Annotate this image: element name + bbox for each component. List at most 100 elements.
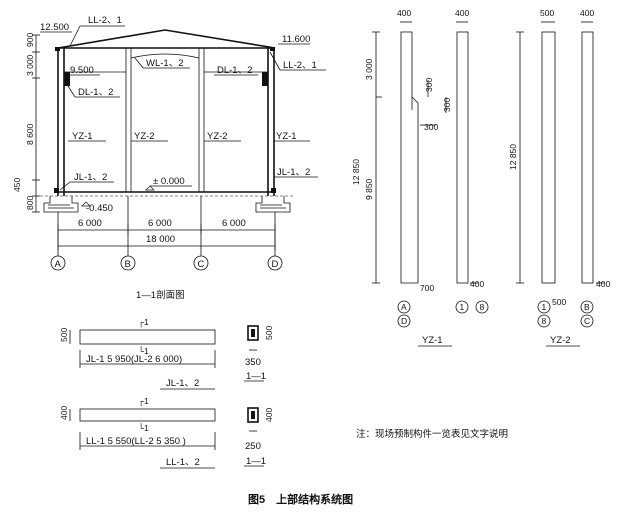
frame-elevation: 900 3 000 8 600 450 800 12.500 LL-2、1 11… xyxy=(12,15,326,301)
elev-11600: 11.600 xyxy=(282,34,310,45)
yz1-side xyxy=(456,31,469,284)
leader-line xyxy=(69,25,81,47)
beam-1-section-rebar xyxy=(251,329,255,337)
axis-label-c: C xyxy=(198,259,205,270)
beam-2-elevation xyxy=(79,408,216,422)
leader-line xyxy=(59,181,71,191)
dim-450: 450 xyxy=(12,178,22,192)
yz2-axis-bubble-1 xyxy=(537,300,551,314)
elev-12500: 12.500 xyxy=(40,22,69,33)
beam-2-mark-top: ┌1 xyxy=(138,396,149,407)
beam-1-elevation xyxy=(79,329,216,345)
yz1-axis-1: 1 xyxy=(460,302,465,312)
leader-line xyxy=(67,85,76,98)
axis-label-a: A xyxy=(55,259,62,270)
beam-2-section-rebar xyxy=(251,411,255,419)
label-ll21-left: LL-2、1 xyxy=(88,15,122,26)
dim-800: 800 xyxy=(25,196,35,210)
yz1-w-top-a: 400 xyxy=(397,8,411,18)
elev-m0450: -0.450 xyxy=(86,203,113,214)
beam-detail-1: ┌1 └1 500 JL-1 5 950(JL-2 6 000) JL-1、2 … xyxy=(59,317,274,390)
axis-bubble-d xyxy=(267,255,283,271)
yz2-axis-b: B xyxy=(584,302,590,312)
yz2-bot-d: 500 xyxy=(552,297,566,307)
footing-left xyxy=(43,196,79,213)
beam-2-sec-h: 400 xyxy=(264,408,274,422)
beam-1-section xyxy=(247,325,259,341)
yz1-bot-w: 400 xyxy=(470,279,484,289)
yz1-outline xyxy=(400,31,419,284)
leader-line xyxy=(134,57,144,69)
beam-2-section xyxy=(247,407,259,423)
yz1-axis-bubble-d xyxy=(397,314,411,328)
yz1-lower: 9 850 xyxy=(364,178,374,200)
yz1-corbel-b: 300 xyxy=(442,98,452,112)
yz1-bot-d: 700 xyxy=(420,283,434,293)
yz1-upper: 3 000 xyxy=(364,58,374,80)
yz2-axis-bubble-b xyxy=(580,300,594,314)
axis-label-d: D xyxy=(272,259,279,270)
yz2-axis-bubble-c xyxy=(580,314,594,328)
joint-left-top xyxy=(55,47,60,51)
corbel-left xyxy=(64,72,70,86)
dim-8600: 8 600 xyxy=(25,123,35,145)
label-yz2-b: YZ-2 xyxy=(207,131,228,142)
dim-900: 900 xyxy=(25,33,35,47)
yz2-axis-8: 8 xyxy=(542,316,547,326)
label-dl12-left: DL-1、2 xyxy=(78,87,113,98)
beam-1-sec-mark: 1—1 xyxy=(246,371,266,382)
label-yz1-left: YZ-1 xyxy=(72,131,93,142)
note-text: 注：现场预制构件一览表见文字说明 xyxy=(356,428,508,440)
beam-2-mark-bot: └1 xyxy=(138,423,149,433)
yz1-w-top-b: 400 xyxy=(455,8,469,18)
yz1-corbel-c: 300 xyxy=(424,122,438,132)
column-yz2: 500 400 12 850 400 500 1 8 B C YZ-2 xyxy=(508,8,610,347)
yz2-w-top-b: 400 xyxy=(580,8,594,18)
axis-bubble-b xyxy=(120,255,136,271)
yz2-front xyxy=(541,31,556,284)
label-jl12-left: JL-1、2 xyxy=(74,172,107,183)
yz2-axis-c: C xyxy=(584,316,590,326)
leader-line xyxy=(269,51,281,71)
footing-right xyxy=(255,196,291,213)
yz1-axis-bubble-a xyxy=(397,300,411,314)
yz1-axis-bubble-8 xyxy=(475,300,489,314)
yz2-total: 12 850 xyxy=(508,144,518,170)
yz1-total: 12 850 xyxy=(351,159,361,185)
beam-1-mark-bot: └1 xyxy=(138,346,149,356)
arch-bc xyxy=(130,53,200,59)
beam-2-length: LL-1 5 550(LL-2 5 350 ) xyxy=(86,436,186,447)
span-bc: 6 000 xyxy=(148,218,172,229)
elev-9500: 9.500 xyxy=(70,65,94,76)
label-wl12: WL-1、2 xyxy=(146,58,183,69)
beam-1-height: 500 xyxy=(59,328,69,342)
label-jl12-right: JL-1、2 xyxy=(277,167,310,178)
joint-right-bottom xyxy=(271,188,276,193)
beam-2-height: 400 xyxy=(59,406,69,420)
yz2-w-top-a: 500 xyxy=(540,8,554,18)
section-title: 1—1剖面图 xyxy=(136,289,185,301)
beam-detail-2: ┌1 └1 400 LL-1 5 550(LL-2 5 350 ) LL-1、2… xyxy=(59,396,274,469)
yz2-axis-1: 1 xyxy=(542,302,547,312)
yz1-axis-bubble-1 xyxy=(455,300,469,314)
figure-caption: 图5 上部结构系统图 xyxy=(248,492,353,506)
axis-bubble-c xyxy=(193,255,209,271)
elev-0000: ± 0.000 xyxy=(153,176,185,187)
yz1-axis-a: A xyxy=(401,302,407,312)
yz1-title: YZ-1 xyxy=(422,335,443,346)
yz1-axis-d: D xyxy=(401,316,407,326)
dim-3000: 3 000 xyxy=(25,54,35,76)
beam-1-length: JL-1 5 950(JL-2 6 000) xyxy=(86,354,182,365)
column-yz1: 400 400 12 850 3 000 9 850 300 300 300 4… xyxy=(351,8,489,347)
roof-line xyxy=(57,29,276,49)
label-yz1-right: YZ-1 xyxy=(276,131,297,142)
yz1-corbel-a: 300 xyxy=(424,78,434,92)
label-yz2-a: YZ-2 xyxy=(134,131,155,142)
corbel-right xyxy=(262,72,268,86)
yz2-axis-bubble-8 xyxy=(537,314,551,328)
footing-hatch-right xyxy=(260,204,286,209)
beam-2-name: LL-1、2 xyxy=(166,457,200,468)
label-ll21-right: LL-2、1 xyxy=(283,60,317,71)
